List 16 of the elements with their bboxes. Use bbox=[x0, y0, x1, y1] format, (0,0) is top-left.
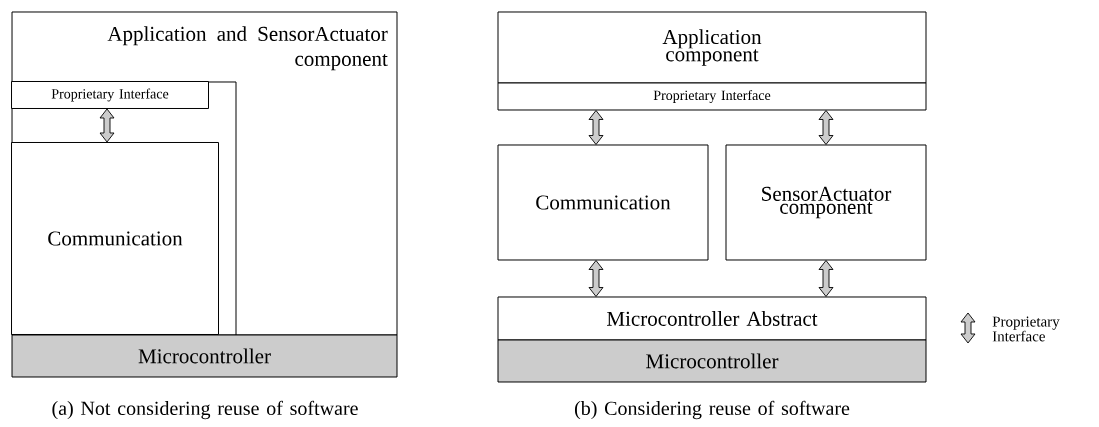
abstraction-box: Microcontroller Abstract bbox=[497, 296, 927, 341]
interface-box: Proprietary Interface bbox=[497, 82, 927, 111]
double-arrow bbox=[99, 108, 115, 143]
caption: (b) Considering reuse of software bbox=[575, 400, 850, 420]
component-box: Communication bbox=[11, 142, 219, 335]
double-arrow bbox=[818, 260, 834, 297]
component-box: Communication bbox=[497, 144, 709, 261]
hardware-box: Microcontroller bbox=[497, 339, 927, 383]
double-arrow bbox=[588, 110, 604, 145]
hardware-box: Microcontroller bbox=[11, 334, 398, 378]
interface-box: Proprietary Interface bbox=[11, 81, 209, 109]
caption: (a) Not considering reuse of software bbox=[52, 400, 358, 420]
double-arrow bbox=[588, 260, 604, 297]
legend-label: Proprietary Interface bbox=[992, 316, 1060, 342]
component-box: SensorActuator component bbox=[725, 144, 927, 261]
double-arrow bbox=[818, 110, 834, 145]
